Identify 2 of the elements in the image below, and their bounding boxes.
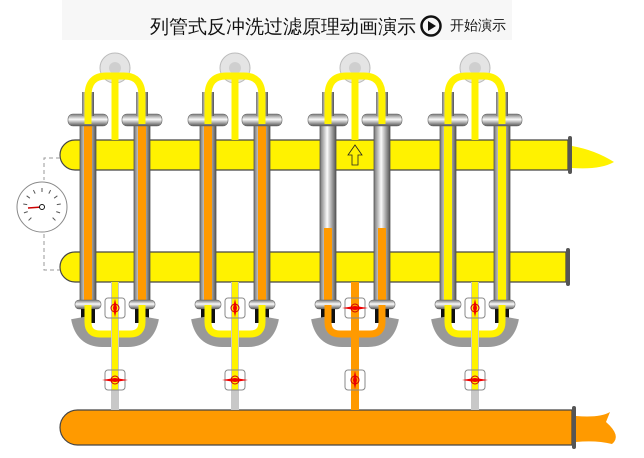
start-demo-button: 开始演示 xyxy=(420,15,506,37)
title: 列管式反冲洗过滤原理动画演示 xyxy=(150,15,416,40)
